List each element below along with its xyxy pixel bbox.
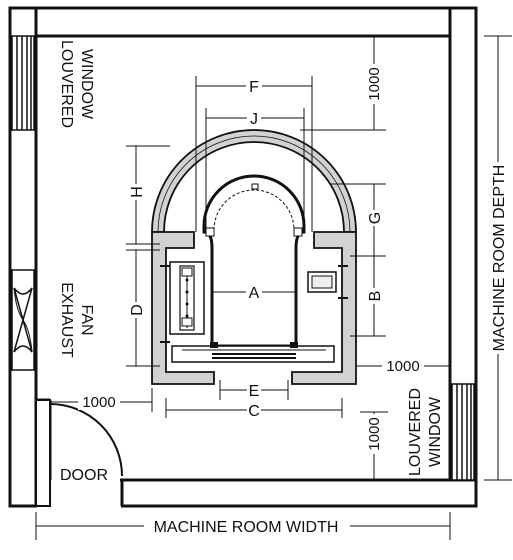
dim-F: F (249, 79, 259, 96)
dim-right-clearance: 1000 (386, 358, 419, 375)
exhaust-fan (11, 269, 35, 371)
bottom-wall (120, 478, 478, 508)
dim-H: H (129, 186, 146, 198)
dim-E: E (249, 383, 260, 400)
exhaust-fan-line1: EXHAUST (58, 282, 75, 358)
louvered-window-left-line1: LOUVERED (58, 40, 75, 128)
dim-G: G (367, 212, 384, 224)
louvered-window-right-line1: LOUVERED (407, 388, 424, 476)
dim-door-clearance: 1000 (82, 394, 115, 411)
dim-D: D (129, 304, 146, 316)
louvered-window-right-line2: WINDOW (427, 396, 444, 467)
louvered-window-left (11, 35, 35, 131)
text-labels: LOUVERED WINDOW EXHAUST FAN LOUVERED WIN… (58, 40, 508, 536)
dim-C: C (248, 403, 260, 420)
machine-room-depth-label: MACHINE ROOM DEPTH (491, 165, 508, 352)
machine-room-width-label: MACHINE ROOM WIDTH (154, 519, 339, 536)
door-label: DOOR (60, 467, 108, 484)
louvered-window-right (451, 383, 475, 481)
car-arch (202, 174, 306, 348)
right-frame (291, 231, 357, 385)
dim-J: J (250, 111, 258, 128)
left-frame (151, 231, 215, 385)
louvered-window-left-line2: WINDOW (78, 49, 95, 120)
top-wall (8, 6, 478, 38)
door (35, 399, 123, 507)
exhaust-fan-line2: FAN (78, 304, 95, 335)
dim-B: B (367, 291, 384, 302)
dim-top-clearance: 1000 (366, 67, 383, 100)
dim-A: A (249, 285, 260, 302)
hoist-assembly (151, 129, 357, 385)
dim-bottom-right-clearance: 1000 (366, 417, 383, 450)
